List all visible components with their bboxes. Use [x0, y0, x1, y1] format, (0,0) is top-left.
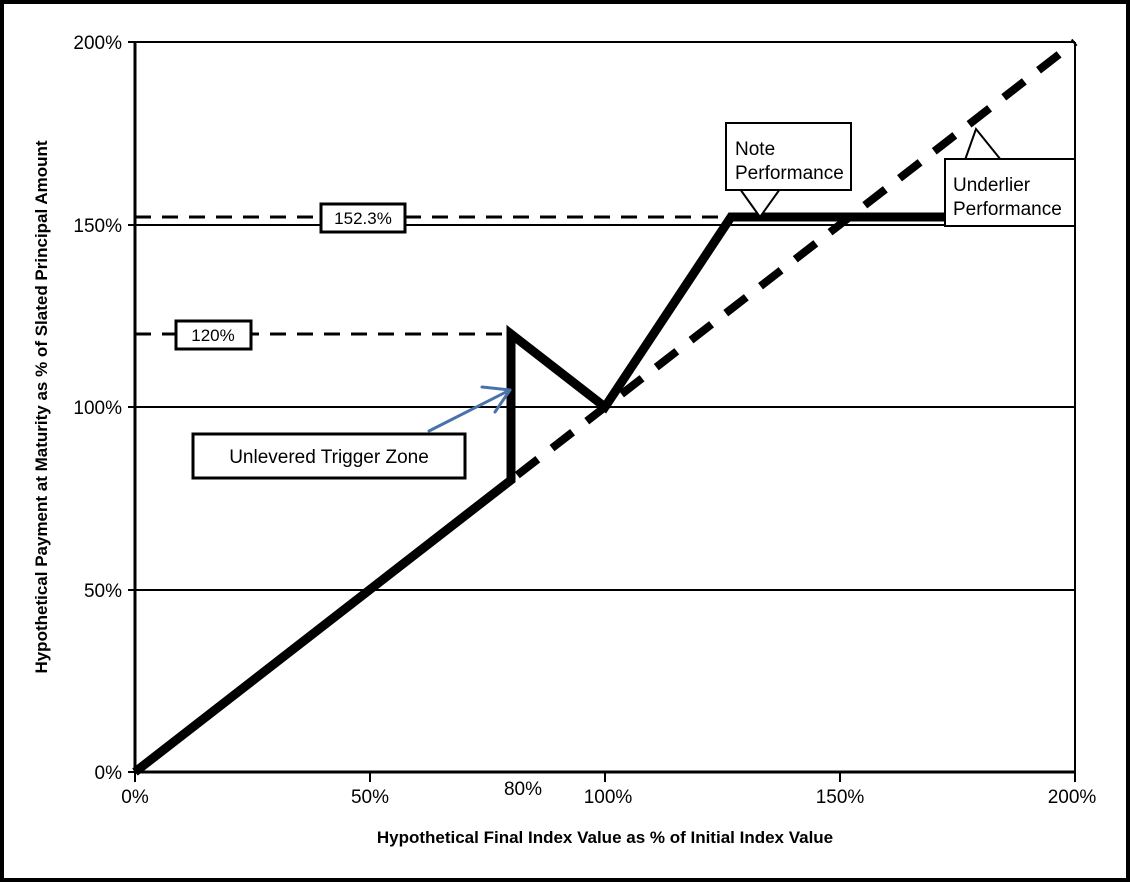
y-tick-label-150: 150% [73, 216, 122, 237]
x-tick-label-100: 100% [584, 787, 633, 808]
callout-unlevered-trigger-zone: Unlevered Trigger Zone [191, 432, 467, 480]
callout-note-performance-line1: Note [735, 139, 775, 160]
x-axis-title: Hypothetical Final Index Value as % of I… [377, 828, 833, 847]
unlevered-trigger-zone-arrow-group [427, 385, 512, 433]
value-label-152-3-box [319, 202, 407, 234]
callout-underlier-performance-line2: Performance [953, 199, 1062, 220]
x-tick-label-200: 200% [1048, 787, 1097, 808]
y-tick-label-100: 100% [73, 398, 122, 419]
x-tick-marks [134, 772, 1076, 782]
callout-note-performance: Note Performance [725, 122, 852, 219]
callout-unlevered-trigger-zone-box [191, 432, 467, 480]
callout-underlier-performance-box [944, 158, 1076, 227]
value-label-120-text: 120% [191, 326, 234, 345]
value-label-152-3: 152.3% [319, 202, 407, 234]
callout-underlier-performance-line1: Underlier [953, 175, 1031, 196]
y-tick-label-200: 200% [73, 33, 122, 54]
callout-unlevered-trigger-zone-text: Unlevered Trigger Zone [229, 447, 429, 468]
x-tick-label-0: 0% [121, 787, 149, 808]
payoff-diagram-svg: 200% 150% 100% 50% 0% 0% 50% 80% 100% 15… [32, 33, 1096, 847]
value-label-120: 120% [174, 319, 253, 351]
x-tick-label-80: 80% [504, 779, 542, 800]
y-tick-label-50: 50% [84, 581, 122, 602]
y-tick-labels: 200% 150% 100% 50% 0% [73, 33, 122, 784]
x-tick-label-150: 150% [816, 787, 865, 808]
value-label-152-3-text: 152.3% [334, 209, 392, 228]
y-axis-title: Hypothetical Payment at Maturity as % of… [32, 140, 51, 673]
y-tick-marks [128, 41, 135, 773]
unlevered-trigger-zone-arrow-head [480, 385, 512, 414]
series-note-performance [132, 212, 1075, 776]
callout-note-performance-box [725, 122, 852, 191]
x-tick-labels: 0% 50% 80% 100% 150% 200% [121, 779, 1096, 808]
y-tick-label-0: 0% [95, 763, 123, 784]
unlevered-trigger-zone-arrow-shaft [427, 388, 512, 433]
x-tick-label-50: 50% [351, 787, 389, 808]
callout-note-performance-line2: Performance [735, 163, 844, 184]
callout-underlier-performance: Underlier Performance [944, 126, 1076, 227]
value-label-120-box [174, 319, 253, 351]
